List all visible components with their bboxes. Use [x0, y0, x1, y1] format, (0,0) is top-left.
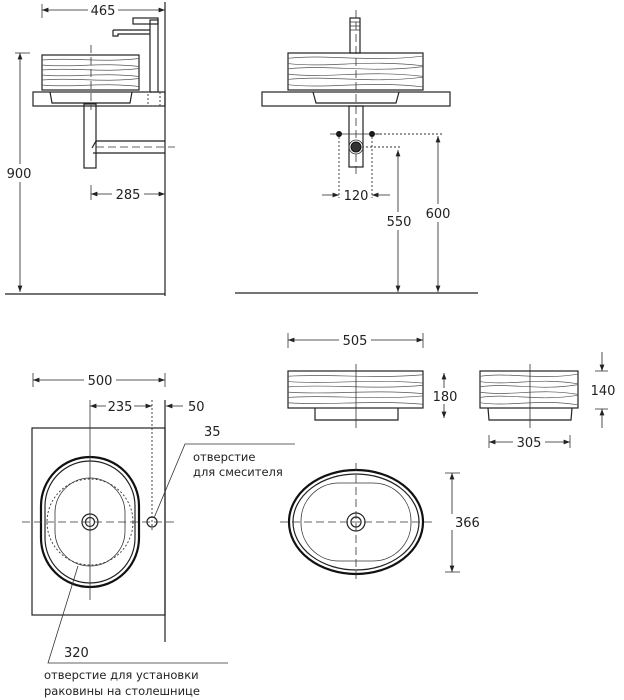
grain-line: [287, 84, 424, 88]
grain-line: [41, 58, 140, 61]
dim-505: 505: [343, 334, 368, 349]
wood-grain-texture: [41, 58, 140, 87]
wood-grain-texture: [287, 374, 424, 405]
dim-50: 50: [188, 400, 205, 415]
grain-line: [287, 385, 424, 388]
grain-line: [287, 374, 424, 377]
grain-line: [479, 391, 579, 395]
dim-500: 500: [88, 374, 113, 389]
grain-line: [479, 402, 579, 406]
dim-366: 366: [455, 516, 480, 531]
grain-line: [287, 62, 424, 67]
dim-140: 140: [591, 384, 616, 399]
dim-120: 120: [344, 189, 369, 204]
mixer-hole: [146, 516, 158, 528]
grain-line: [287, 391, 424, 394]
grain-line: [287, 76, 424, 81]
mixer-hole-label-2: для смесителя: [193, 465, 283, 479]
basin-hole-label-1: отверстие для установки: [44, 668, 199, 682]
side-view: 465 900 285: [4, 2, 175, 296]
basin-hole-label-2: раковины на столешнице: [44, 684, 200, 698]
dim-465: 465: [91, 4, 116, 19]
grain-line: [287, 395, 424, 399]
dim-235: 235: [108, 400, 133, 415]
dim-305: 305: [517, 436, 542, 451]
front-view: 120 550 600: [235, 10, 478, 294]
grain-line: [479, 380, 579, 385]
grain-line: [287, 73, 424, 77]
basin-front: [287, 52, 424, 91]
dim-180: 180: [433, 390, 458, 405]
dim-35: 35: [204, 425, 221, 440]
grain-line: [41, 74, 140, 77]
basin-side-elevation: [479, 370, 579, 409]
dim-320: 320: [64, 646, 89, 661]
grain-line: [479, 384, 579, 388]
grain-line: [287, 55, 424, 59]
dim-900: 900: [7, 167, 32, 182]
dim-550: 550: [387, 215, 412, 230]
wood-grain-texture: [479, 373, 579, 406]
countertop: [32, 91, 166, 107]
grain-line: [41, 84, 140, 87]
dim-285: 285: [116, 188, 141, 203]
wood-grain-texture: [287, 55, 424, 88]
drain-pipe-front: [348, 105, 364, 168]
basin-views: 505 180 140 305 366: [280, 332, 615, 580]
grain-line: [41, 64, 140, 67]
dim-600: 600: [426, 207, 451, 222]
countertop-plan: 500 235 50 35 отверстие для смесителя 32…: [22, 372, 295, 698]
grain-line: [479, 373, 579, 377]
grain-line: [287, 402, 424, 405]
drain-pipe: [83, 103, 97, 169]
basin-side: [41, 54, 140, 91]
grain-line: [287, 380, 424, 384]
grain-line: [41, 68, 140, 71]
faucet: [112, 17, 161, 107]
grain-line: [287, 66, 424, 70]
mixer-hole-label-1: отверстие: [193, 450, 255, 464]
grain-line: [41, 78, 140, 81]
basin-elevation: [287, 370, 424, 409]
grain-line: [479, 394, 579, 399]
faucet-front: [349, 17, 361, 54]
